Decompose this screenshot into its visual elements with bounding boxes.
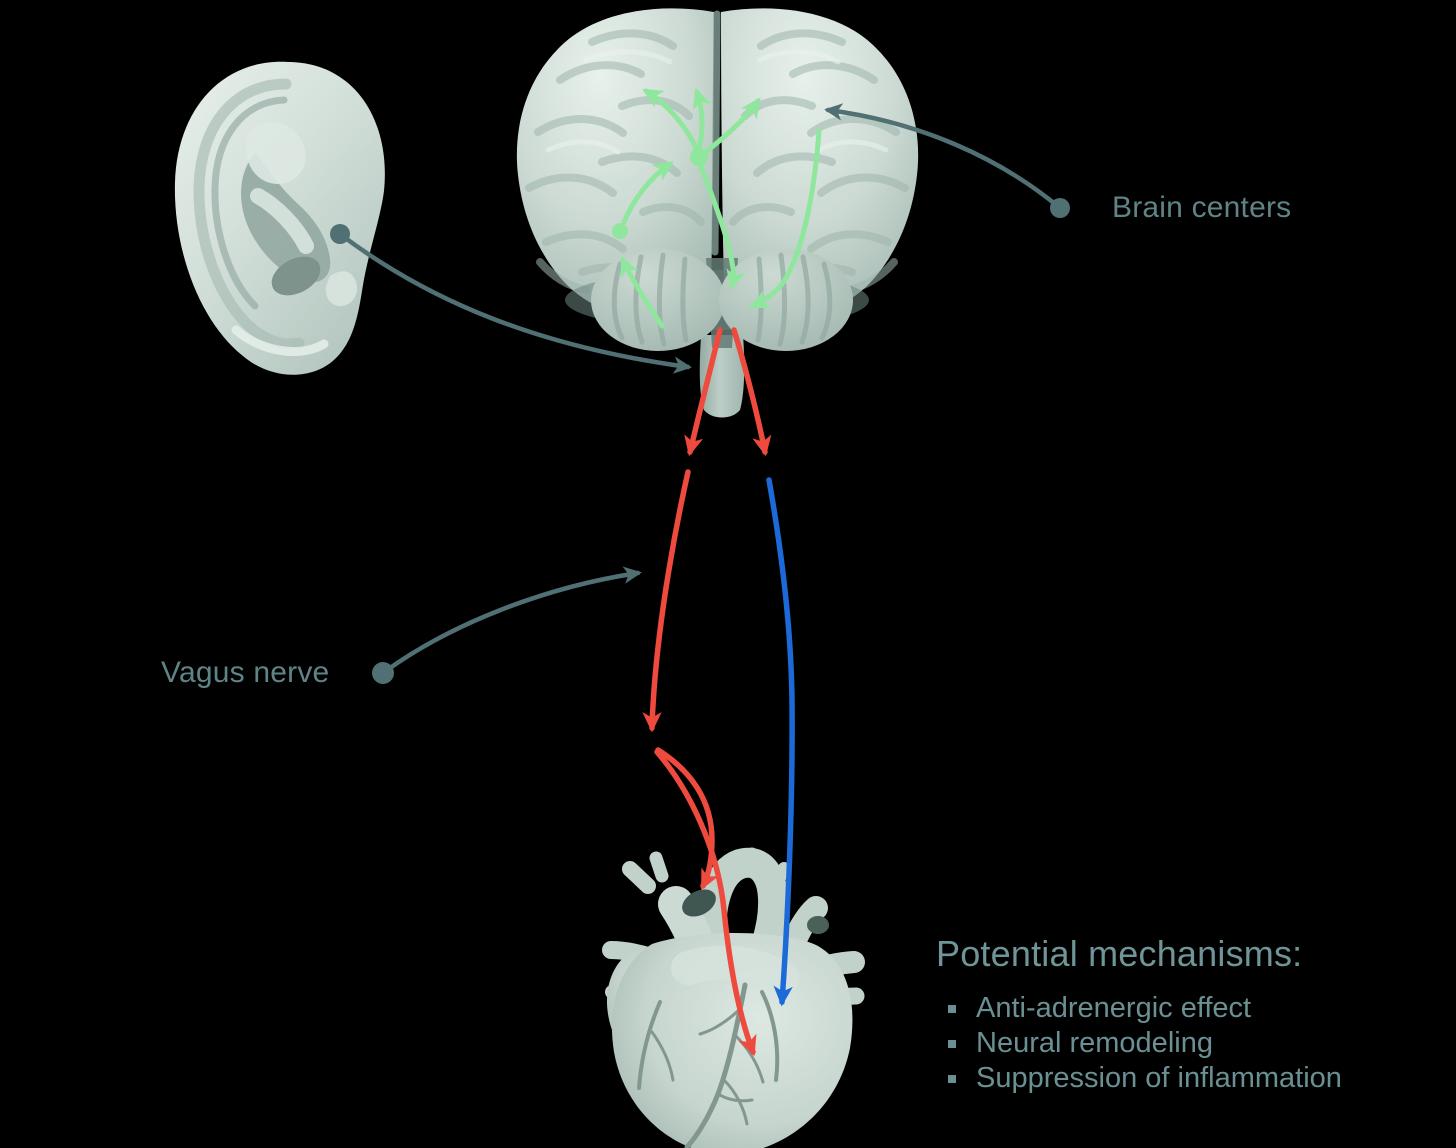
signal-arrow-up-left [642,88,699,151]
signal-arrow-right-down [749,128,822,309]
vagus-leader-dot [372,662,394,684]
brain-fissure [711,10,721,256]
brain-centers-label: Brain centers [1112,191,1292,224]
brain-signal-arrows [620,87,822,329]
mechanism-item-label: Neural remodeling [976,1027,1213,1059]
vagus-leader-line [380,566,642,676]
signal-arrow-up [692,87,712,149]
signal-arrow-node-to-hub [621,161,674,225]
square-bullet-icon [948,1039,956,1048]
vagus-efferent-paths [642,327,772,1057]
vessel-opening-left [682,889,716,917]
mechanism-item-label: Suppression of inflammation [976,1062,1342,1094]
brain-centers-leader-dot [1050,198,1070,218]
square-bullet-icon [948,1004,956,1013]
leader-lines [337,103,1063,676]
brain-highlight-texture [545,49,889,155]
ear-leader-line [337,231,692,374]
vagus-heart-branch-svc [655,747,719,890]
signal-arrow-hub-down [698,163,746,291]
vagus-nerve-label: Vagus nerve [161,656,330,689]
vessel-opening-right [807,916,829,934]
mechanism-item-label: Anti-adrenergic effect [976,992,1252,1024]
signal-hub-node [690,148,708,166]
signal-arrow-up-right [704,97,761,154]
vagus-branch-right-upper [731,327,772,457]
vagus-heart-branch-apex [654,749,757,1057]
vagus-descending-path [642,469,691,733]
ear-leader-dot [330,224,350,244]
afferent-feedback-path [766,477,795,1007]
brain-centers-leader-line [824,103,1063,211]
mechanism-item: Neural remodeling [948,1026,1342,1061]
heart-illustration [602,847,865,1148]
mechanisms-list: Anti-adrenergic effect Neural remodeling… [936,991,1342,1096]
ear-illustration [174,61,385,375]
mechanism-item: Anti-adrenergic effect [948,991,1342,1026]
mechanisms-heading: Potential mechanisms: [936,933,1303,974]
vagus-branch-left-upper [684,327,723,457]
signal-relay-node [612,223,628,239]
brain-illustration [516,8,919,418]
mechanism-item: Suppression of inflammation [948,1061,1342,1096]
signal-arrow-into-node [620,255,665,329]
square-bullet-icon [948,1074,956,1083]
mechanisms-panel: Potential mechanisms: Anti-adrenergic ef… [936,933,1342,1096]
